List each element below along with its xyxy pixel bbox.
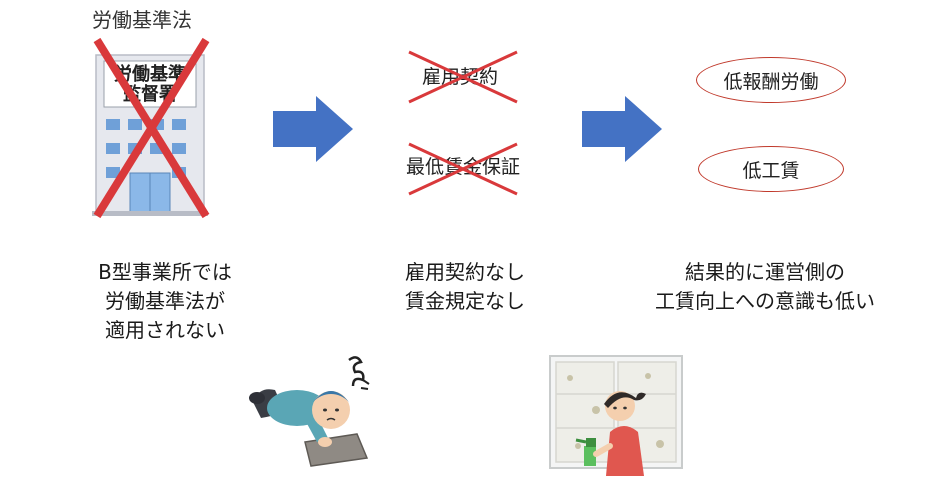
result-oval-low-wages: 低工賃: [698, 146, 844, 192]
result-oval-low-pay-labor: 低報酬労働: [696, 57, 846, 103]
caption-right: 結果的に運営側の 工賃向上への意識も低い: [630, 258, 900, 316]
caption-middle-line: 賃金規定なし: [405, 289, 525, 313]
caption-left-line: 労働基準法が: [105, 289, 225, 313]
caption-right-line: 結果的に運営側の: [685, 260, 845, 284]
caption-left-line: 適用されない: [105, 318, 225, 342]
result-oval-label: 低報酬労働: [723, 70, 819, 93]
arrow-right-2-icon: [582, 96, 662, 162]
worker-wiping-floor-illustration: [249, 356, 370, 467]
caption-middle-line: 雇用契約なし: [405, 260, 525, 284]
crossed-item-minimum-wage: 最低賃金保証: [405, 156, 520, 178]
caption-left-line: B型事業所では: [98, 260, 232, 284]
result-oval-label: 低工賃: [742, 159, 800, 182]
cross-mark-2-icon: [408, 142, 518, 196]
caption-middle: 雇用契約なし 賃金規定なし: [370, 258, 560, 316]
caption-right-line: 工賃向上への意識も低い: [655, 289, 875, 313]
labor-law-label: 労働基準法: [92, 8, 192, 32]
worker-cleaning-illustration: [549, 355, 683, 476]
caption-left: B型事業所では 労働基準法が 適用されない: [60, 258, 270, 345]
cross-mark-1-icon: [408, 50, 518, 104]
building-sign-line1: 労働基準: [114, 64, 186, 85]
arrow-right-1-icon: [273, 96, 353, 162]
